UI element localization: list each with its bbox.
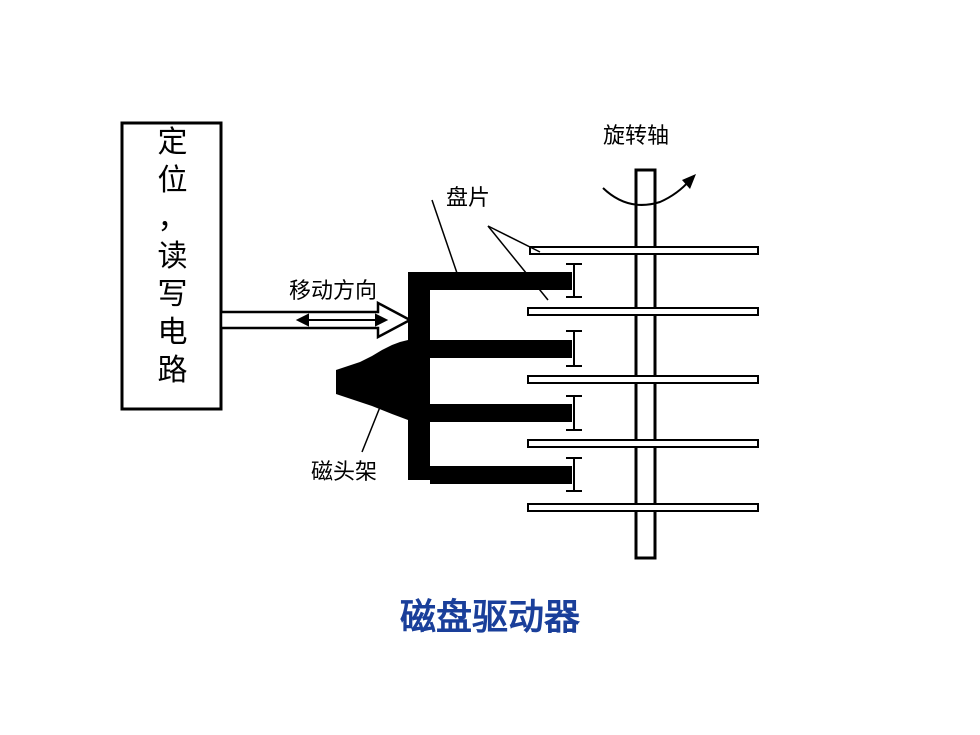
control-circuit-box (120, 121, 223, 411)
platter (527, 375, 759, 384)
head-carriage-wedge (336, 340, 410, 420)
control-char: 读 (157, 239, 188, 274)
rotation-axis-shaft (634, 168, 657, 560)
diagram-caption: 磁盘驱动器 (399, 596, 580, 638)
platters (527, 246, 759, 512)
rw-head (566, 457, 582, 492)
move-direction-label: 移动方向 (289, 279, 378, 304)
control-char: 位 (157, 163, 188, 198)
movement-direction-arrow (295, 313, 389, 327)
rotation-arrow-icon (602, 179, 691, 206)
control-circuit-label: 定 位 ， 读 写 电 路 (124, 124, 221, 390)
rotation-arrow-head-icon (682, 174, 696, 189)
control-char: 定 (157, 125, 188, 160)
rw-head (566, 330, 582, 367)
platter (527, 439, 759, 448)
rw-head (566, 395, 582, 431)
head-arm-leader (431, 199, 459, 277)
platter-label: 盘片 (446, 186, 491, 211)
read-write-heads (566, 263, 582, 492)
control-char: 路 (157, 353, 188, 388)
control-char: 写 (157, 277, 188, 312)
head-arm-frame (408, 272, 572, 484)
platter-leader (487, 225, 541, 253)
platter (529, 246, 759, 255)
platter (527, 307, 759, 316)
platter (527, 503, 759, 512)
leader-lines (361, 199, 549, 453)
head-arm-label: 磁头架 (311, 460, 378, 485)
rotation-axis-label: 旋转轴 (603, 124, 670, 149)
rw-head (566, 263, 582, 298)
control-char: 电 (157, 315, 188, 350)
carriage-leader (361, 401, 383, 453)
control-char: ， (157, 201, 188, 236)
platter-leader (487, 225, 549, 301)
